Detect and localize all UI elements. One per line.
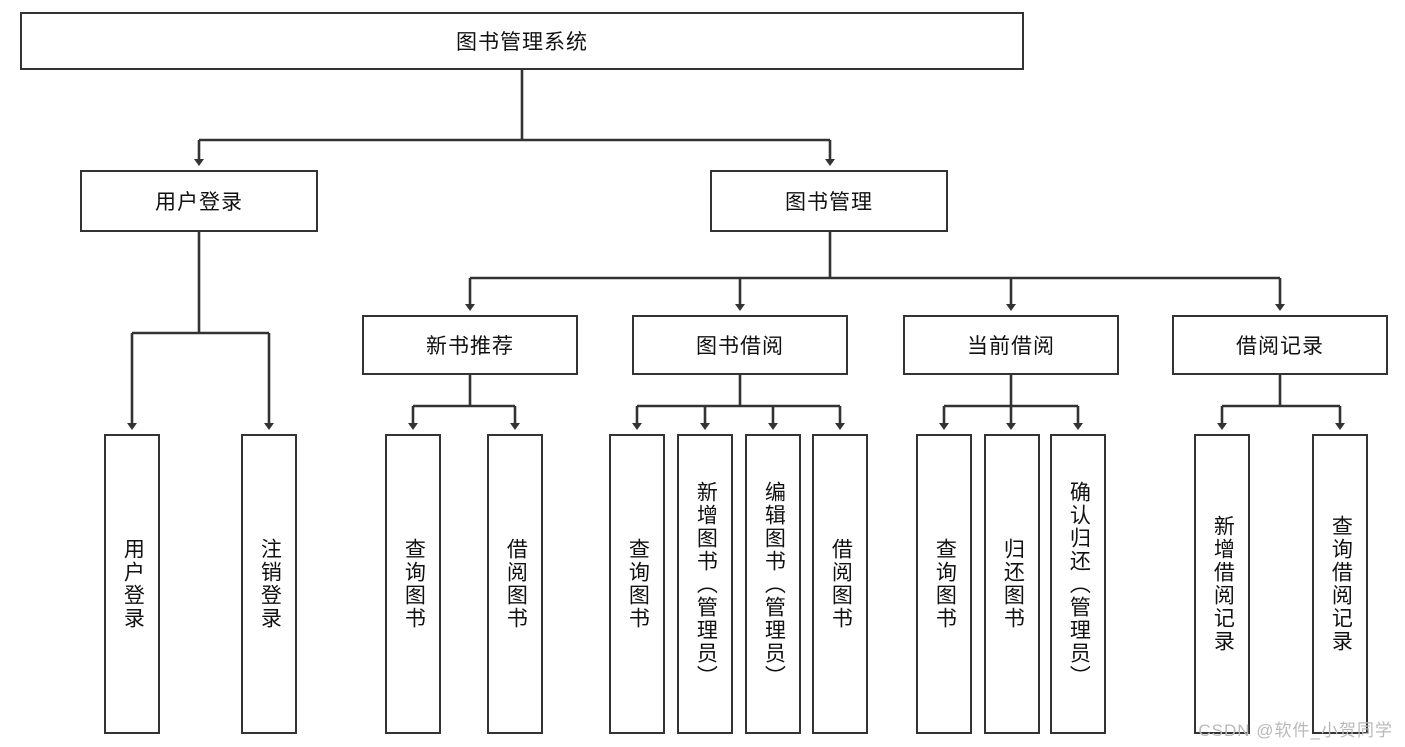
leaf-query-books-recommend[interactable]: 查询图书: [385, 434, 441, 734]
node-new-book-recommend[interactable]: 新书推荐: [362, 315, 578, 375]
leaf-label: 新增图书（管理员）: [694, 480, 718, 688]
leaf-confirm-return-admin[interactable]: 确认归还（管理员）: [1050, 434, 1106, 734]
leaf-label: 借阅图书: [829, 538, 853, 630]
leaf-add-book-admin[interactable]: 新增图书（管理员）: [677, 434, 733, 734]
leaf-label: 查询图书: [933, 538, 957, 630]
leaf-label: 归还图书: [1001, 538, 1025, 630]
leaf-add-borrow-record[interactable]: 新增借阅记录: [1194, 434, 1250, 734]
leaf-borrow-books-recommend[interactable]: 借阅图书: [487, 434, 543, 734]
leaf-label: 查询图书: [626, 538, 650, 630]
watermark-text: CSDN @软件_小贺同学: [1198, 721, 1393, 740]
leaf-label: 查询图书: [402, 538, 426, 630]
node-user-login[interactable]: 用户登录: [80, 170, 318, 232]
leaf-label: 确认归还（管理员）: [1067, 480, 1091, 688]
leaf-label: 查询借阅记录: [1329, 515, 1353, 653]
leaf-return-book[interactable]: 归还图书: [984, 434, 1040, 734]
node-current-borrow[interactable]: 当前借阅: [903, 315, 1119, 375]
node-book-borrow[interactable]: 图书借阅: [632, 315, 848, 375]
leaf-label: 用户登录: [121, 538, 145, 630]
leaf-user-login[interactable]: 用户登录: [104, 434, 160, 734]
leaf-logout[interactable]: 注销登录: [241, 434, 297, 734]
node-book-management[interactable]: 图书管理: [710, 170, 948, 232]
leaf-label: 编辑图书（管理员）: [762, 480, 786, 688]
leaf-edit-book-admin[interactable]: 编辑图书（管理员）: [745, 434, 801, 734]
leaf-label: 借阅图书: [504, 538, 528, 630]
leaf-query-books-current[interactable]: 查询图书: [916, 434, 972, 734]
leaf-label: 新增借阅记录: [1211, 515, 1235, 653]
leaf-borrow-book[interactable]: 借阅图书: [812, 434, 868, 734]
node-root[interactable]: 图书管理系统: [20, 12, 1024, 70]
leaf-query-books-borrow[interactable]: 查询图书: [609, 434, 665, 734]
leaf-query-borrow-record[interactable]: 查询借阅记录: [1312, 434, 1368, 734]
node-borrow-record[interactable]: 借阅记录: [1172, 315, 1388, 375]
leaf-label: 注销登录: [258, 538, 282, 630]
